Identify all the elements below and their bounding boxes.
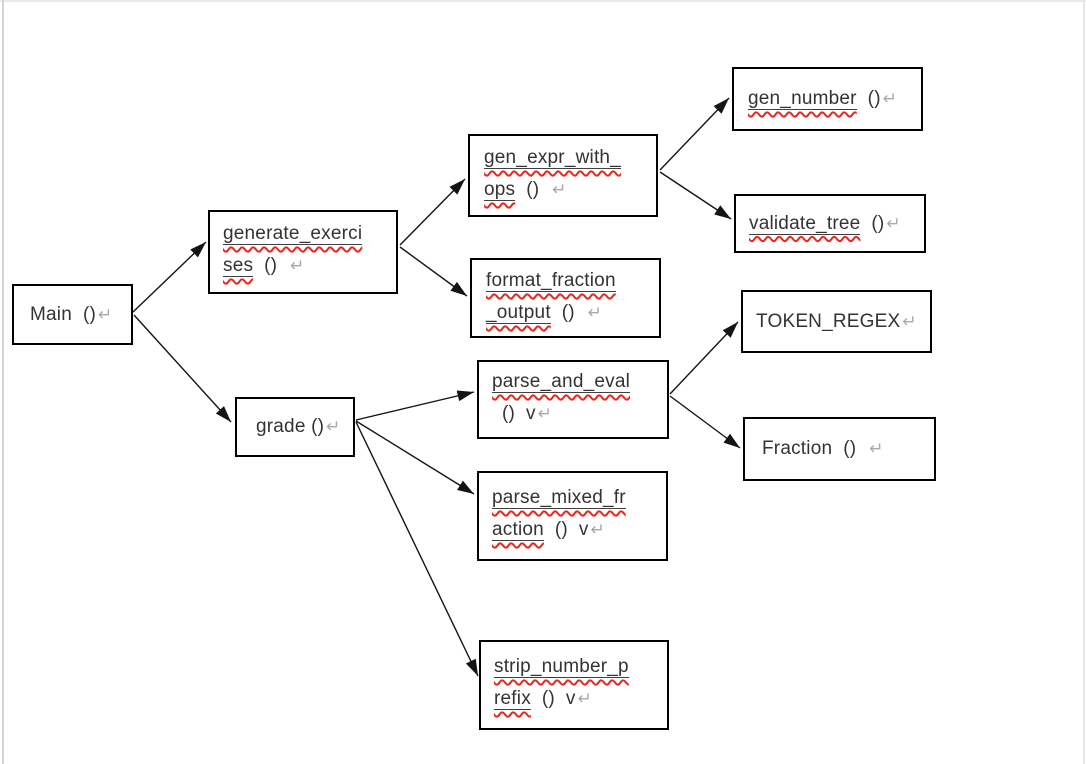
function-name: grade () <box>256 416 325 437</box>
node-text-line: validate_tree ()↵ <box>749 208 901 240</box>
function-name: Fraction () <box>762 438 868 459</box>
node-text-line: gen_number ()↵ <box>748 83 897 115</box>
node-text-line: parse_and_eval <box>492 366 667 398</box>
edge-parse_and_eval-to-fraction[interactable] <box>669 395 741 449</box>
node-validate_tree[interactable]: validate_tree ()↵ <box>734 194 926 253</box>
node-strip_number_prefix[interactable]: strip_number_p refix () v↵ <box>479 640 669 730</box>
node-text-line: ops () ↵ <box>484 174 656 206</box>
function-name: parse_and_eval <box>492 371 631 393</box>
return-mark-icon: ↵ <box>902 311 917 331</box>
node-parse_and_eval[interactable]: parse_and_eval () v↵ <box>477 360 669 439</box>
node-text-line: generate_exerci <box>223 218 396 250</box>
parens: () v <box>502 403 536 424</box>
edge-generate_exercises-to-format_fraction_output[interactable] <box>399 246 468 297</box>
node-text-line: Main ()↵ <box>30 299 112 331</box>
node-text-line: TOKEN_REGEX↵ <box>756 306 917 338</box>
return-mark-icon: ↵ <box>882 89 898 108</box>
node-gen_number[interactable]: gen_number ()↵ <box>732 67 923 131</box>
edge-grade-to-parse_mixed_fraction[interactable] <box>355 420 475 495</box>
node-main[interactable]: Main ()↵ <box>12 284 133 345</box>
node-text-line: refix () v↵ <box>494 683 667 715</box>
node-grade[interactable]: grade ()↵ <box>235 397 355 457</box>
edge-generate_exercises-to-gen_expr_with_ops[interactable] <box>399 178 466 246</box>
function-name: gen_number <box>748 88 857 110</box>
function-name: validate_tree <box>749 212 861 235</box>
node-token_regex[interactable]: TOKEN_REGEX↵ <box>741 290 932 353</box>
function-name: strip_number_p <box>494 656 629 678</box>
function-name: ops <box>484 179 516 201</box>
node-text-line: strip_number_p <box>494 651 667 683</box>
return-mark-icon: ↵ <box>537 404 553 423</box>
return-mark-icon: ↵ <box>886 213 901 233</box>
return-mark-icon: ↵ <box>326 417 341 436</box>
parens: () <box>515 179 551 200</box>
edge-gen_expr_with_ops-to-validate_tree[interactable] <box>659 171 732 220</box>
node-text-line: format_fraction <box>486 265 659 297</box>
parens: () v <box>530 688 576 709</box>
function-name: refix <box>494 688 531 710</box>
return-mark-icon: ↵ <box>869 439 884 458</box>
return-mark-icon: ↵ <box>587 303 603 322</box>
parens: () <box>860 212 885 234</box>
function-name: gen_expr_with_ <box>484 147 621 169</box>
return-mark-icon: ↵ <box>590 520 606 539</box>
parens: () <box>253 255 289 276</box>
node-text-line: parse_mixed_fr <box>492 482 666 514</box>
return-mark-icon: ↵ <box>98 304 113 324</box>
return-mark-icon: ↵ <box>552 180 567 199</box>
function-name: _output <box>486 302 551 324</box>
edge-grade-to-strip_number_prefix[interactable] <box>355 421 479 677</box>
function-name: action <box>492 519 544 541</box>
function-name: ses <box>223 255 254 277</box>
edge-grade-to-parse_and_eval[interactable] <box>355 390 475 421</box>
node-text-line: action () v↵ <box>492 514 666 546</box>
node-text-line: gen_expr_with_ <box>484 142 656 174</box>
node-gen_expr_with_ops[interactable]: gen_expr_with_ ops () ↵ <box>468 134 658 217</box>
parens: () <box>550 302 586 323</box>
function-name: generate_exerci <box>223 223 363 245</box>
function-name: format_fraction <box>486 270 616 292</box>
edge-gen_expr_with_ops-to-gen_number[interactable] <box>659 97 730 171</box>
node-generate_exercises[interactable]: generate_exerci ses () ↵ <box>208 210 398 294</box>
constant-name: TOKEN_REGEX <box>756 310 901 332</box>
node-fraction[interactable]: Fraction () ↵ <box>743 417 936 481</box>
node-text-line: _output () ↵ <box>486 297 659 329</box>
return-mark-icon: ↵ <box>577 689 593 708</box>
function-name: parse_mixed_fr <box>492 487 626 509</box>
node-text-line: Fraction () ↵ <box>762 433 884 465</box>
edge-main-to-grade[interactable] <box>133 314 232 423</box>
parens: () <box>856 88 881 109</box>
return-mark-icon: ↵ <box>290 256 305 275</box>
node-text-line: ses () ↵ <box>223 250 396 282</box>
node-text-line: grade ()↵ <box>256 411 341 443</box>
node-text-line: () v↵ <box>492 398 667 430</box>
function-name: Main () <box>30 303 96 325</box>
node-parse_mixed_fraction[interactable]: parse_mixed_fr action () v↵ <box>477 471 668 561</box>
edge-parse_and_eval-to-token_regex[interactable] <box>669 321 739 395</box>
parens: () v <box>543 519 589 540</box>
node-format_fraction_output[interactable]: format_fraction _output () ↵ <box>470 258 661 338</box>
edge-main-to-generate_exercises[interactable] <box>132 241 207 313</box>
